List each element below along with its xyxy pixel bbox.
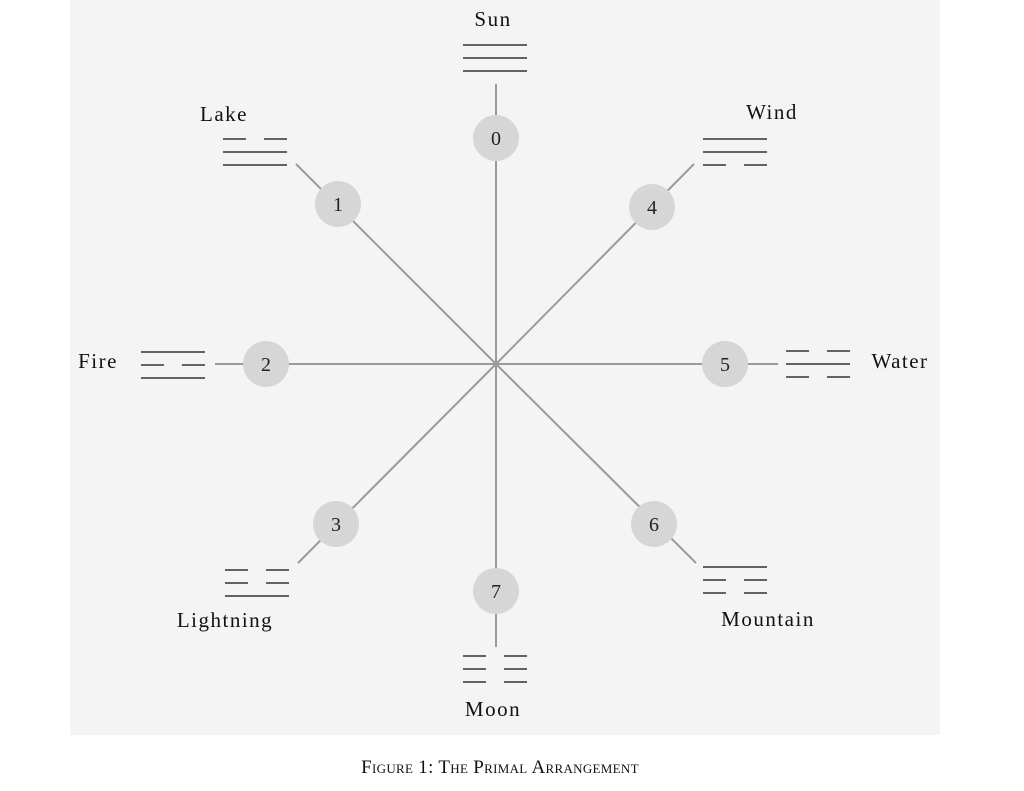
trigram-number: 1 bbox=[333, 194, 343, 216]
trigram-label: Lightning bbox=[177, 608, 273, 632]
trigram-symbol-icon bbox=[225, 569, 289, 597]
trigram-number: 0 bbox=[491, 128, 501, 150]
trigram-symbol-icon bbox=[463, 655, 527, 683]
trigram-group-water: 5 Water bbox=[496, 341, 928, 387]
trigram-group-fire: 2 Fire bbox=[78, 341, 496, 387]
trigram-label: Moon bbox=[465, 697, 521, 721]
trigram-node bbox=[631, 501, 677, 547]
trigram-node bbox=[315, 181, 361, 227]
trigram-group-lake: 1 Lake bbox=[200, 102, 497, 365]
trigram-node bbox=[473, 115, 519, 161]
trigram-number: 4 bbox=[647, 197, 657, 219]
trigram-label: Mountain bbox=[721, 607, 815, 631]
trigram-node bbox=[243, 341, 289, 387]
figure-caption: Figure 1: The Primal Arrangement bbox=[361, 757, 639, 778]
trigram-number: 7 bbox=[491, 581, 501, 603]
trigram-label: Water bbox=[871, 349, 928, 373]
trigram-number: 2 bbox=[261, 354, 271, 376]
trigram-symbol-icon bbox=[786, 350, 850, 378]
trigram-group-wind: 4 Wind bbox=[495, 100, 798, 365]
trigram-symbol-icon bbox=[463, 44, 527, 72]
trigram-node bbox=[473, 568, 519, 614]
trigram-label: Lake bbox=[200, 102, 248, 126]
trigram-label: Wind bbox=[746, 100, 798, 124]
trigram-number: 3 bbox=[331, 514, 341, 536]
trigram-symbol-icon bbox=[223, 138, 287, 166]
trigram-symbol-icon bbox=[141, 351, 205, 379]
trigram-number: 5 bbox=[720, 354, 730, 376]
trigram-symbol-icon bbox=[703, 566, 767, 594]
trigram-number: 6 bbox=[649, 514, 659, 536]
trigram-symbol-icon bbox=[703, 138, 767, 166]
trigram-node bbox=[313, 501, 359, 547]
trigram-node bbox=[629, 184, 675, 230]
trigram-node bbox=[702, 341, 748, 387]
trigram-label: Sun bbox=[474, 7, 511, 31]
trigram-label: Fire bbox=[78, 349, 118, 373]
trigram-group-sun: 0 Sun bbox=[463, 7, 527, 364]
